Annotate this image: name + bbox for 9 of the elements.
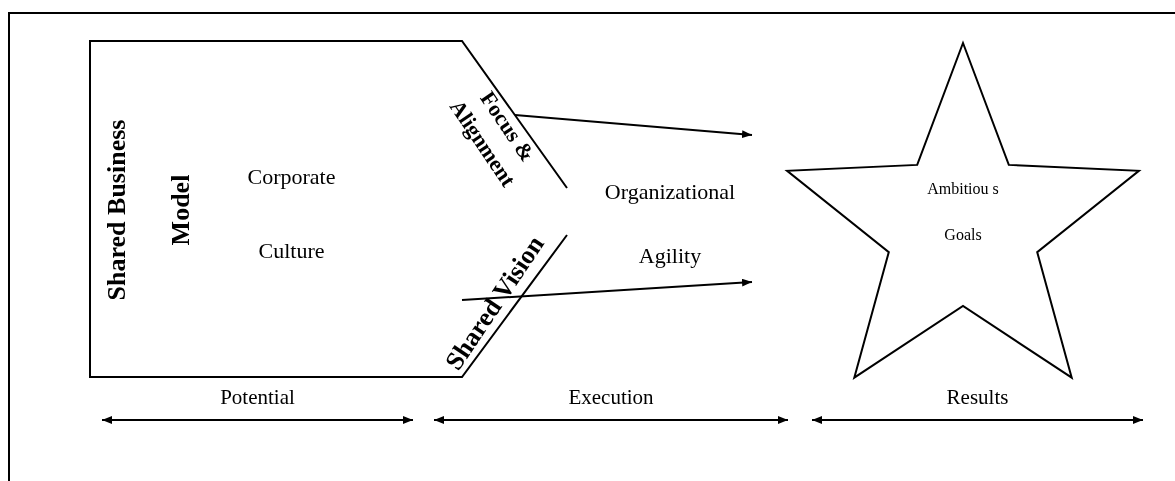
node-text: Corporate Culture (246, 163, 337, 265)
arrow (461, 278, 753, 301)
node-text: Ambitiou s Goals (926, 179, 1000, 245)
phase-label: Results (945, 384, 1010, 411)
phase-label: Execution (567, 384, 655, 411)
node-text: Organizational Agility (603, 178, 737, 270)
arrow (514, 114, 753, 139)
vertical-heading: Shared Business Model (101, 118, 196, 303)
phase-label: Potential (219, 384, 296, 411)
